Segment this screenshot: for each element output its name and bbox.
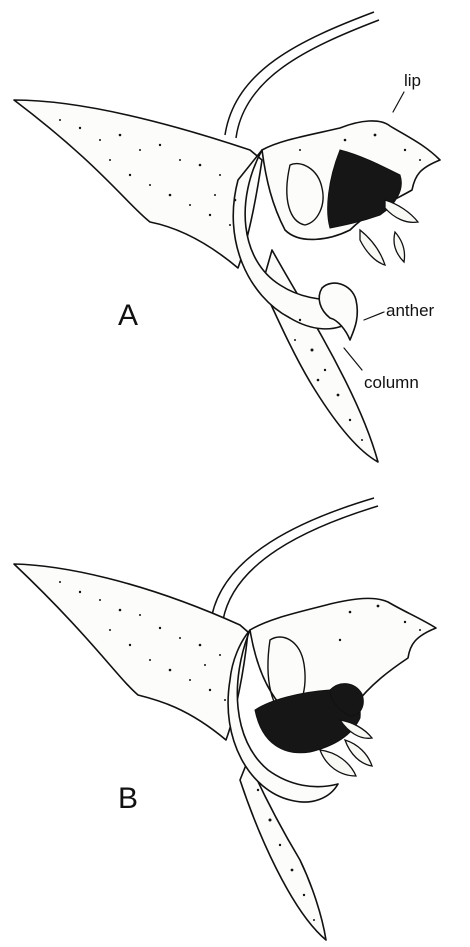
- panel-b-petal: [345, 740, 372, 766]
- lip-callout-label: lip: [404, 71, 421, 90]
- panel-b-flower: B: [14, 498, 436, 940]
- panel-a-dorsal-sepal: [14, 100, 262, 268]
- panel-b-dorsal-sepal: [14, 564, 248, 740]
- anther-callout-label: anther: [386, 301, 435, 320]
- panel-a-letter: A: [118, 299, 138, 332]
- panel-a-flower: A lip anther column: [14, 12, 440, 462]
- panel-b-petal: [320, 750, 356, 776]
- panel-a-petal: [360, 230, 385, 265]
- column-callout-label: column: [364, 373, 419, 392]
- panel-a-lower-sepal: [262, 250, 378, 462]
- panel-a-petal: [394, 232, 405, 262]
- panel-b-letter: B: [118, 782, 138, 815]
- panel-a-petal: [385, 200, 418, 222]
- panel-a-anther: [319, 283, 357, 340]
